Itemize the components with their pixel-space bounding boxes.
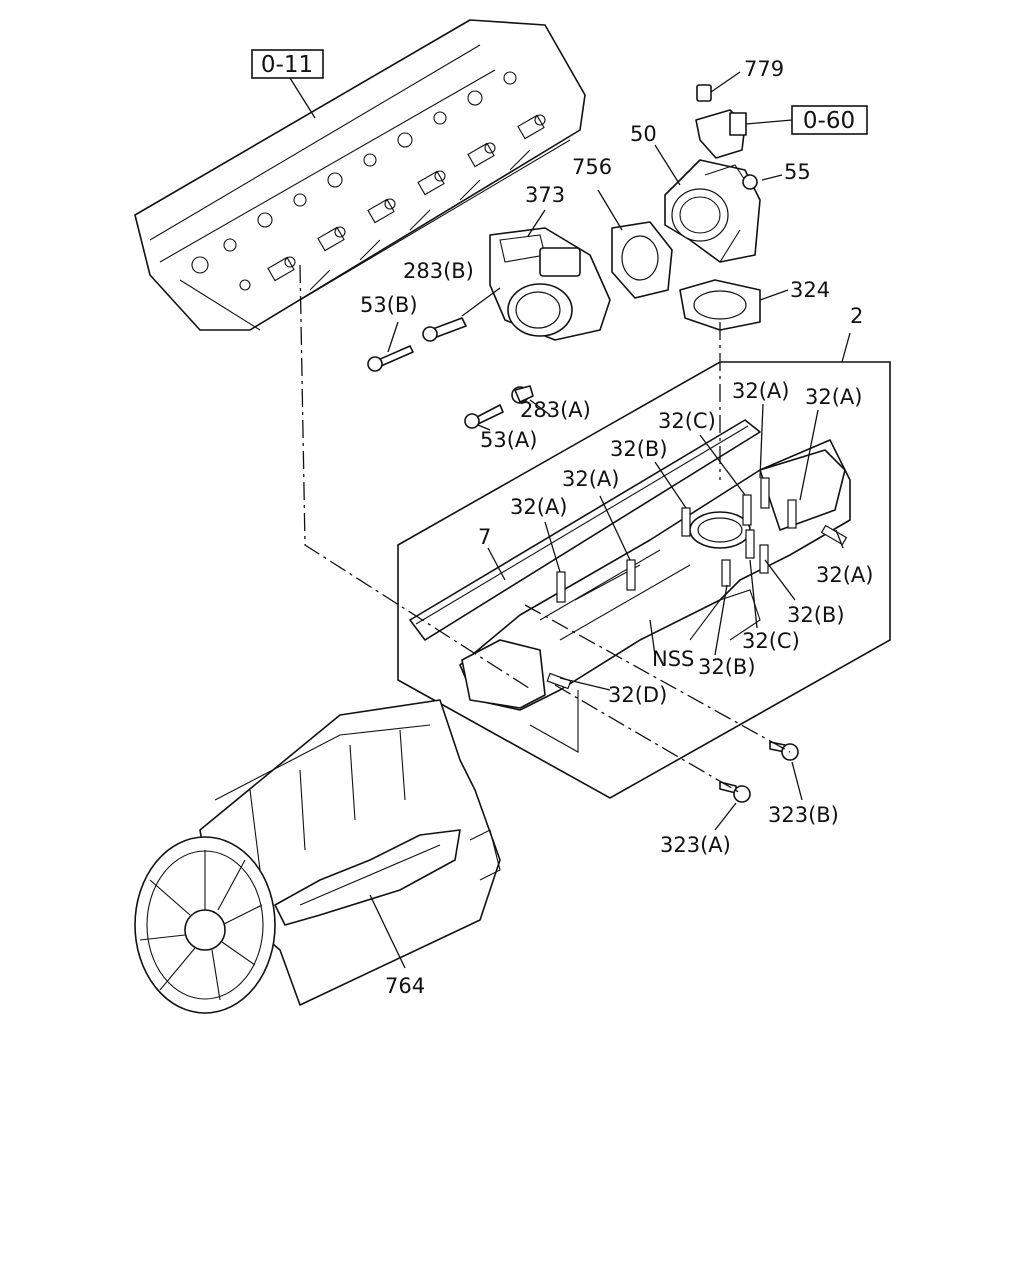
reference-label: 0-11 [261,52,313,78]
callout-53a: 53(A) [480,428,537,452]
bolt-323a-drawing [719,781,751,803]
callout-283a: 283(A) [520,398,591,422]
callout-32d: 32(D) [608,683,667,707]
intake-manifold-drawing [459,439,851,753]
callout-32a: 32(A) [732,379,789,403]
callout-756: 756 [572,155,612,179]
callout-373: 373 [525,183,565,207]
callout-nss: NSS [652,647,694,671]
reference-label: 0-60 [803,108,855,134]
callout-32b: 32(B) [698,655,756,679]
callout-50: 50 [630,122,657,146]
intake-adapter-50-drawing [664,159,761,263]
callout-2: 2 [850,304,863,328]
sensor-779-drawing [695,84,747,159]
callout-324: 324 [790,278,830,302]
gasket-324-drawing [679,279,761,331]
reference-box-0-60[interactable]: 0-60 [791,105,868,135]
bolt-283a-drawing [511,385,534,404]
callout-32b: 32(B) [610,437,668,461]
reference-box-0-11[interactable]: 0-11 [251,49,324,79]
callout-32a: 32(A) [510,495,567,519]
cylinder-head-drawing [134,19,586,331]
gasket-756-drawing [611,221,673,299]
throttle-body-373-drawing [489,227,611,341]
callout-55: 55 [784,160,811,184]
bolt-53b-drawing [367,345,414,372]
gasket-7-drawing [409,419,761,641]
bolt-53a-drawing [464,404,504,429]
callout-32a: 32(A) [816,563,873,587]
bolt-283b-drawing [422,317,467,342]
callout-32c: 32(C) [658,409,716,433]
callout-323b: 323(B) [768,803,839,827]
callout-32c: 32(C) [742,629,800,653]
callout-764: 764 [385,974,425,998]
callout-32a: 32(A) [562,467,619,491]
callout-32b: 32(B) [787,603,845,627]
callout-32a: 32(A) [805,385,862,409]
engine-assembly-drawing [134,699,501,1014]
callout-283b: 283(B) [403,259,474,283]
callout-779: 779 [744,57,784,81]
callout-labels: 779 50 55 756 373 283(B) 53(B) 324 2 283… [360,57,873,998]
bolt-323b-drawing [769,741,799,761]
callout-323a: 323(A) [660,833,731,857]
callout-53b: 53(B) [360,293,418,317]
callout-7: 7 [478,525,491,549]
